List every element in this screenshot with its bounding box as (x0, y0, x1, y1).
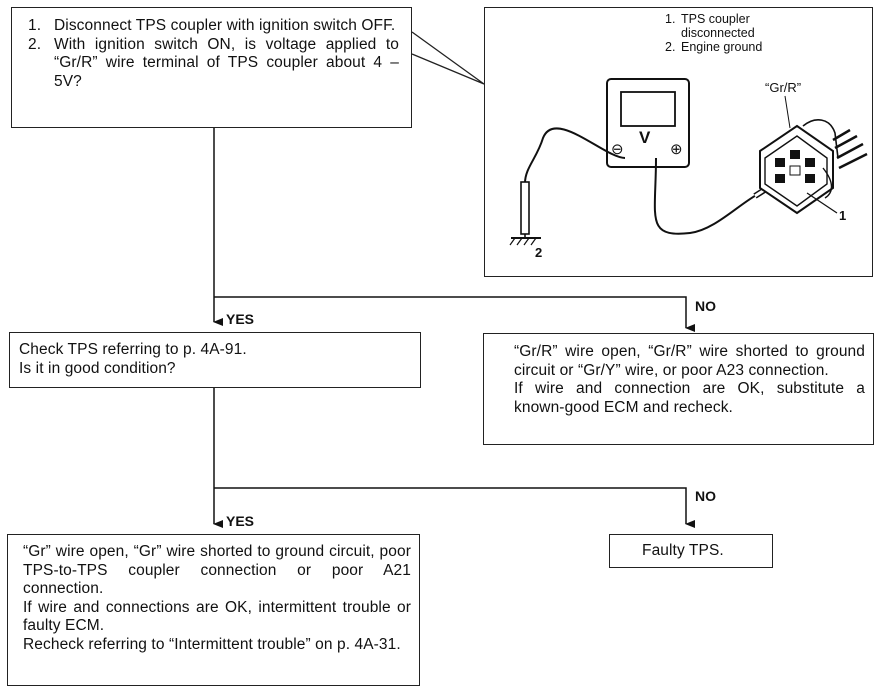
positive-lead (653, 157, 761, 235)
step-list: 1. Disconnect TPS coupler with ignition … (28, 17, 399, 91)
legend-item: 1. TPS coupler disconnected (665, 12, 762, 40)
callout-wedge (411, 31, 485, 85)
step-item: 2. With ignition switch ON, is voltage a… (28, 36, 399, 92)
voltmeter-illustration (509, 78, 868, 246)
tps-coupler-drawing (759, 119, 868, 215)
step-box-disconnect-tps: 1. Disconnect TPS coupler with ignition … (11, 7, 412, 128)
faulty-tps-box: Faulty TPS. (609, 534, 773, 568)
yes-label-2: YES (226, 513, 255, 529)
connector-no-branch-1 (214, 296, 695, 332)
plus-terminal-symbol: ⊕ (670, 141, 683, 158)
legend-number: 1. (665, 12, 676, 26)
minus-terminal-symbol: ⊖ (611, 141, 624, 158)
gr-r-wire-result-box: “Gr/R” wire open, “Gr/R” wire shorted to… (483, 333, 874, 445)
step-text: With ignition switch ON, is voltage appl… (54, 35, 399, 90)
legend-text: TPS coupler disconnected (681, 12, 755, 40)
step-number: 2. (28, 35, 42, 53)
legend-number: 2. (665, 40, 676, 54)
ground-probe (520, 181, 530, 235)
callout-number-2: 2 (535, 245, 543, 260)
check-tps-box: Check TPS referring to p. 4A-91. Is it i… (9, 332, 421, 388)
connector-no-branch-2 (214, 487, 695, 528)
no-label-1: NO (695, 298, 716, 314)
gr-wire-result-text: “Gr” wire open, “Gr” wire shorted to gro… (23, 543, 411, 653)
step-text: Disconnect TPS coupler with ignition swi… (54, 17, 396, 34)
voltmeter-unit-label: V (639, 128, 651, 147)
legend-item: 2. Engine ground (665, 40, 762, 54)
no-label-2: NO (695, 488, 716, 504)
legend-text: Engine ground (681, 40, 763, 54)
callout-line-wire (784, 95, 791, 129)
callout-number-1: 1 (839, 208, 847, 223)
step-number: 1. (28, 17, 42, 34)
figure-legend: 1. TPS coupler disconnected 2. Engine gr… (665, 12, 762, 54)
gr-wire-result-box: “Gr” wire open, “Gr” wire shorted to gro… (7, 534, 420, 686)
voltmeter-display (620, 91, 676, 127)
callout-line-1 (806, 192, 838, 214)
figure-box-voltmeter: 1. TPS coupler disconnected 2. Engine gr… (484, 7, 873, 277)
gr-r-wire-result-text: “Gr/R” wire open, “Gr/R” wire shorted to… (514, 343, 865, 416)
step-item: 1. Disconnect TPS coupler with ignition … (28, 17, 399, 36)
yes-label-1: YES (226, 311, 255, 327)
wire-label-gr-r: “Gr/R” (765, 80, 802, 95)
negative-lead (524, 127, 626, 184)
